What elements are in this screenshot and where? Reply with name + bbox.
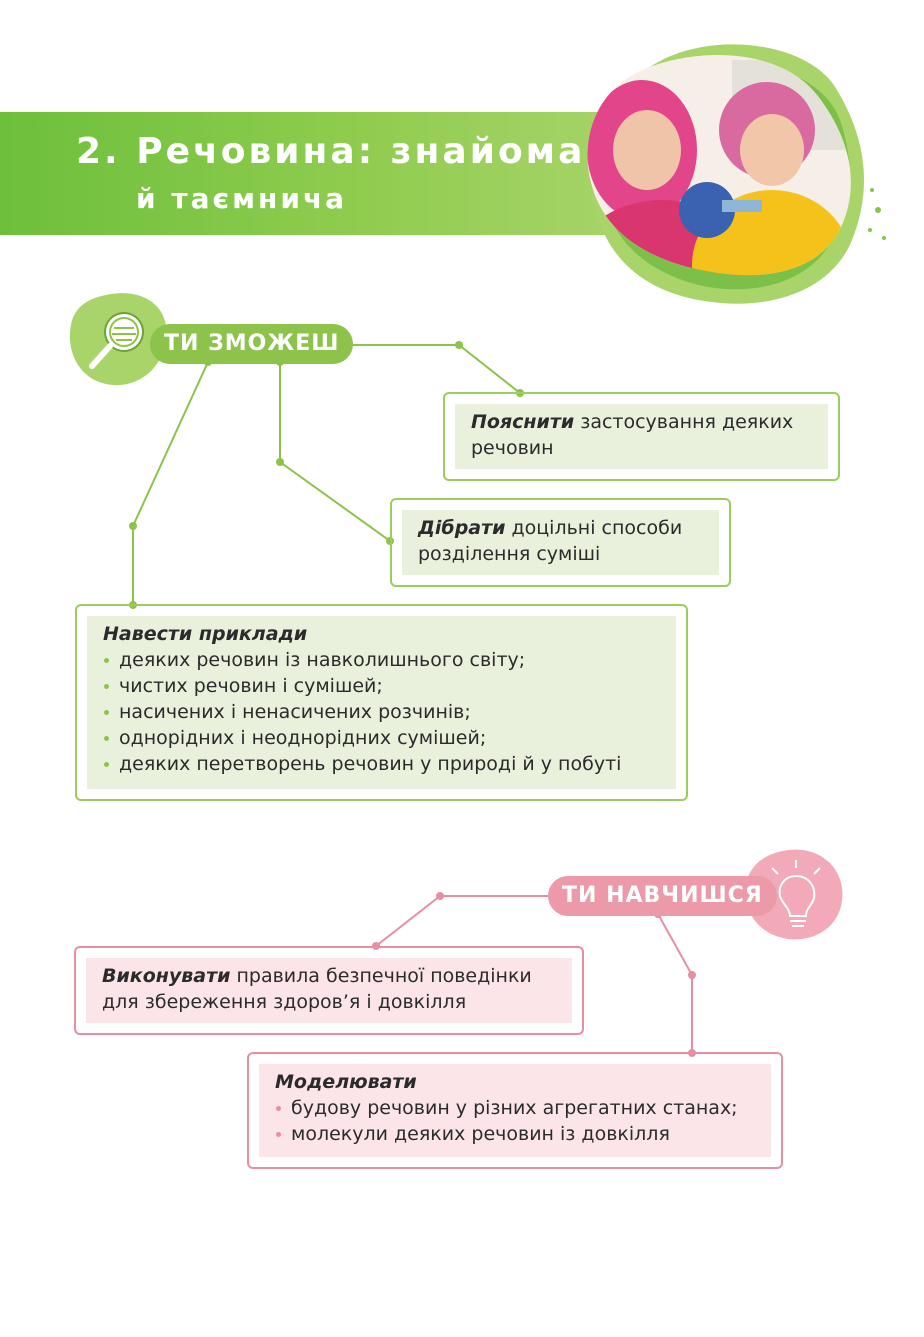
model-verb: Моделювати [275,1071,417,1093]
list-item: чистих речовин і сумішей; [103,673,660,699]
follow-text: правила безпечної поведінки для збережен… [102,965,532,1013]
list-item: будову речовин у різних агрегатних стана… [275,1095,755,1121]
explain-verb: Пояснити [471,411,575,433]
learn-label: ТИ НАВЧИШСЯ [548,876,777,916]
model-box: Моделювати будову речовин у різних агрег… [247,1052,783,1169]
list-item: однорідних і неоднорідних сумішей; [103,725,660,751]
list-item: молекули деяких речовин із довкілля [275,1121,755,1147]
list-item: деяких речовин із навколишнього світу; [103,647,660,673]
choose-text: доцільні способи розділення суміші [418,517,683,565]
examples-list: деяких речовин із навколишнього світу; ч… [103,647,660,777]
lightbulb-icon [745,849,843,940]
page-title: 2. Речовина: знайома й таємнича [76,131,586,215]
follow-box: Виконувати правила безпечної поведінки д… [74,946,584,1035]
model-list: будову речовин у різних агрегатних стана… [275,1095,755,1147]
examples-box: Навести приклади деяких речовин із навко… [75,604,688,801]
follow-verb: Виконувати [102,965,231,987]
examples-verb: Навести приклади [103,623,308,645]
students-photo [587,44,886,304]
explain-text: застосування деяких речовин [471,411,794,459]
explain-box: Пояснити застосування деяких речовин [443,392,840,481]
choose-box: Дібрати доцільні способи розділення сумі… [390,498,731,587]
choose-verb: Дібрати [418,517,506,539]
title-banner [0,112,640,235]
can-label: ТИ ЗМОЖЕШ [150,324,354,364]
magnifier-icon [69,293,167,386]
list-item: насичених і ненасичених розчинів; [103,699,660,725]
list-item: деяких перетворень речовин у природі й у… [103,751,660,777]
